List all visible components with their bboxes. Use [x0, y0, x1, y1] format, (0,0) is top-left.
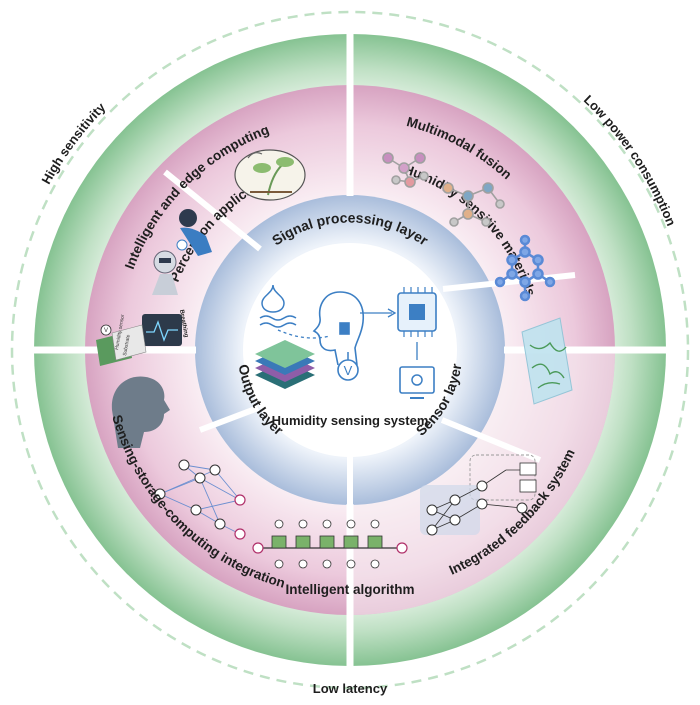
feedback-network-icon [420, 454, 537, 536]
intelligent-algorithm-label: Intelligent algorithm [285, 582, 414, 597]
breathing-inset-label: Breathing [178, 309, 189, 338]
sensor-stack-icon [255, 340, 315, 389]
neural-network-icon [154, 459, 246, 540]
human-head-icon [111, 376, 170, 448]
rnn-chain-icon [252, 519, 408, 569]
chip-icon [397, 287, 437, 337]
svg-text:V: V [344, 363, 353, 378]
water-droplet-icon [259, 284, 297, 328]
robot-person-icon [152, 209, 212, 295]
outer-dashed-ring [10, 10, 690, 690]
hydrogel-block-icon [521, 317, 573, 405]
head-profile-icon [312, 291, 365, 366]
substrate-inset-label: Substrate [122, 334, 132, 356]
plant-sensor-icon [234, 149, 306, 201]
molecule-icon-3 [494, 234, 556, 302]
center-title: Humidity sensing system [272, 413, 429, 428]
molecule-icon-2 [442, 182, 505, 227]
monitor-icon [399, 366, 435, 399]
inner-separators [163, 169, 576, 505]
breathing-monitor-icon: Breathing Humidity sensor Substrate V [96, 309, 189, 366]
airflow-path [277, 329, 331, 339]
low-latency-label: Low latency [313, 681, 388, 696]
svg-text:V: V [104, 328, 108, 334]
molecule-icon-1 [382, 152, 429, 188]
voltage-icon: V [337, 352, 359, 381]
